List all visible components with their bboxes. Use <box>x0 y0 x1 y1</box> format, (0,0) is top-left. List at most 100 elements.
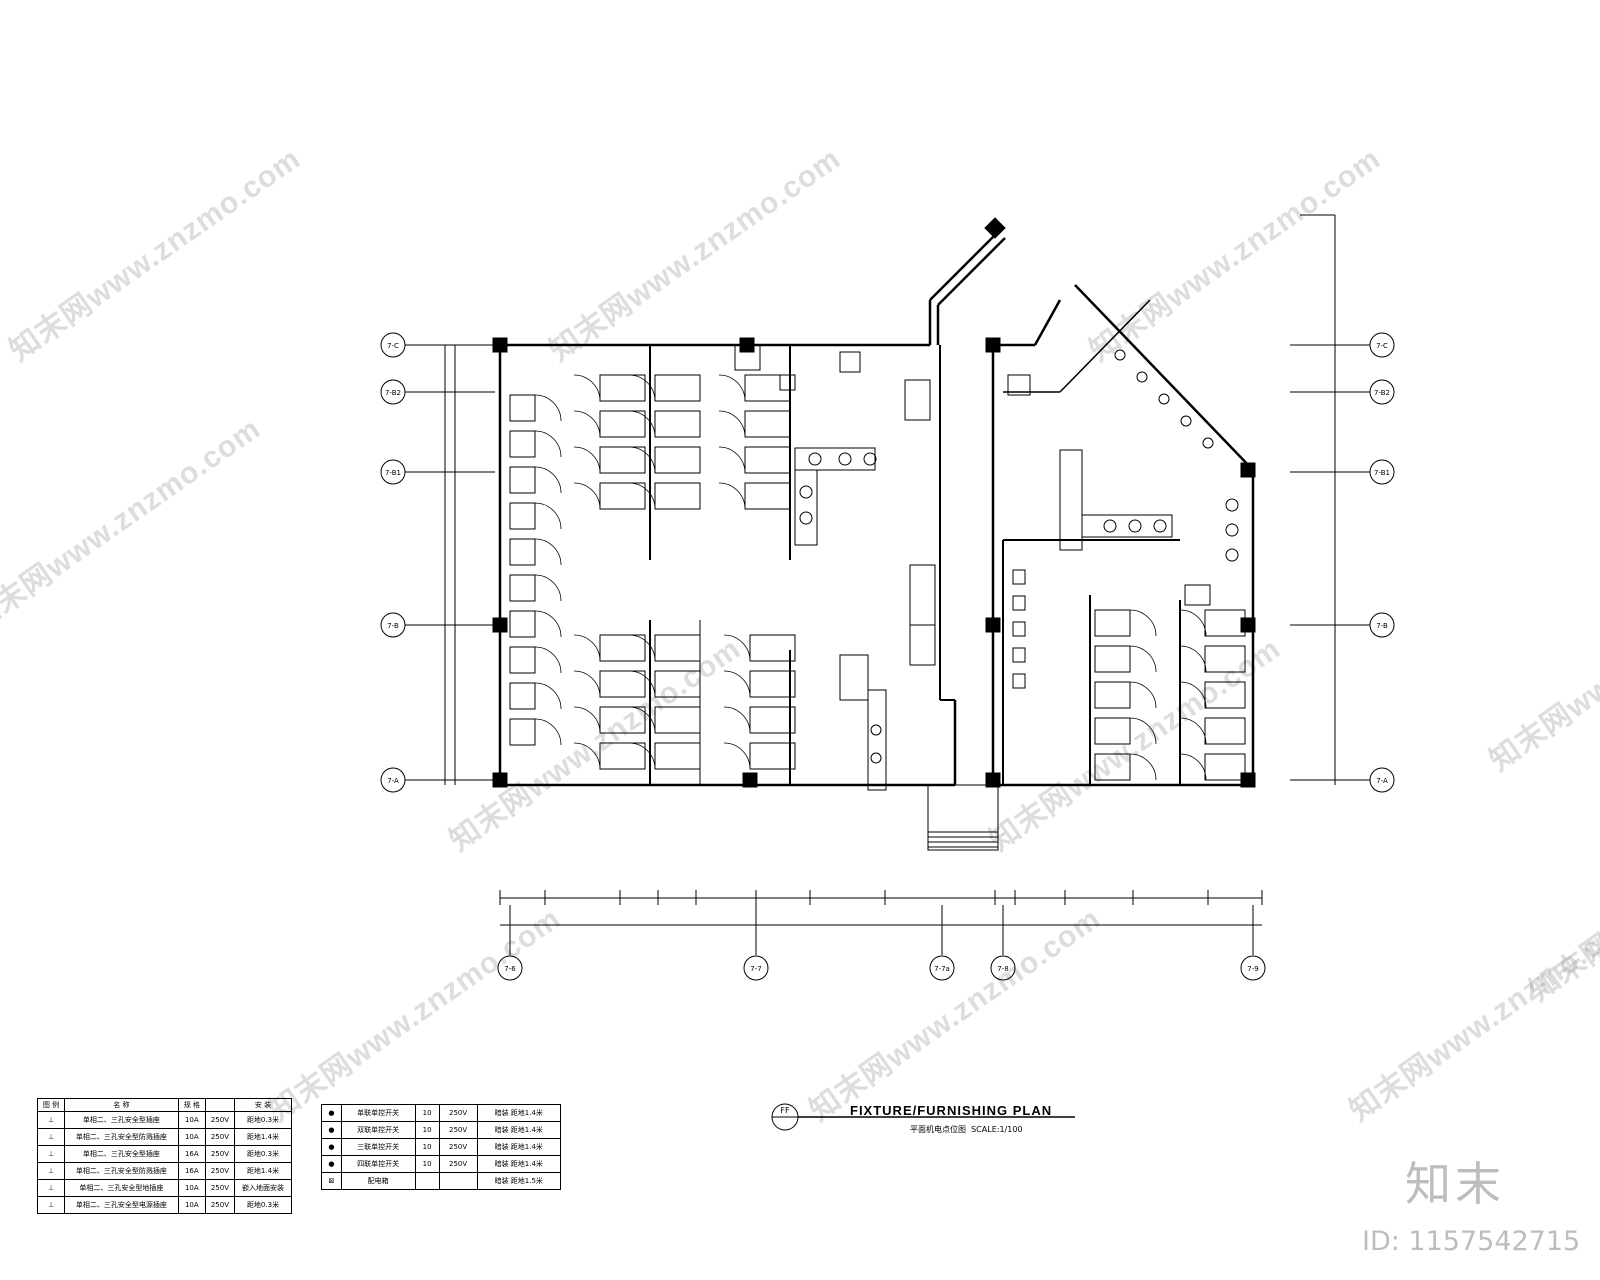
legend-header-install: 安 装 <box>234 1098 292 1112</box>
door-swing <box>573 670 601 698</box>
toilet-stall <box>1204 681 1246 709</box>
door-swing <box>573 742 601 770</box>
door-swing <box>1129 645 1157 673</box>
washbasin <box>808 452 822 466</box>
door-swing <box>573 706 601 734</box>
toilet-stall <box>599 410 646 438</box>
washbasin <box>1136 371 1148 383</box>
urinal <box>1012 569 1026 585</box>
washbasin <box>1225 523 1239 537</box>
cabinet <box>909 624 936 666</box>
toilet-stall <box>509 574 536 602</box>
washbasin <box>870 752 882 764</box>
structural-column <box>742 772 758 788</box>
toilet-stall <box>599 374 646 402</box>
grid-row-label: 7-B1 <box>385 469 401 477</box>
shaft <box>779 374 796 391</box>
cabinet <box>904 379 931 421</box>
section-tag: FF <box>780 1106 790 1115</box>
washbasin <box>1225 548 1239 562</box>
sink-counter <box>794 447 876 471</box>
sink-counter <box>794 469 818 546</box>
toilet-stall <box>1204 753 1246 781</box>
legend-cell: 四联单控开关 <box>340 1155 416 1173</box>
legend-cell: 暗装 距地1.4米 <box>476 1121 562 1139</box>
structural-column <box>985 337 1001 353</box>
switch-symbol-icon: ● <box>321 1138 342 1156</box>
legend-cell: 250V <box>204 1145 236 1163</box>
toilet-stall <box>599 446 646 474</box>
legend-cell: 10A <box>177 1196 206 1214</box>
service-counter <box>839 654 869 701</box>
legend-cell: 距地1.4米 <box>234 1162 292 1180</box>
structural-column <box>985 617 1001 633</box>
legend-cell: 距地0.3米 <box>234 1196 292 1214</box>
urinal-stall <box>599 742 646 770</box>
door-swing <box>534 394 562 422</box>
legend-cell: 10 <box>414 1104 440 1122</box>
grid-row-label: 7-B1 <box>1374 469 1390 477</box>
washbasin <box>799 485 813 499</box>
legend-cell: 暗装 距地1.5米 <box>476 1172 562 1190</box>
grid-bubble <box>1369 612 1395 638</box>
door-swing <box>628 446 656 474</box>
door-swing <box>534 502 562 530</box>
sink-counter <box>1081 514 1173 538</box>
legend-cell: 250V <box>438 1104 478 1122</box>
door-swing <box>534 718 562 746</box>
structural-column <box>492 337 508 353</box>
grid-row-label: 7-B <box>387 622 399 630</box>
legend-cell: 单联单控开关 <box>340 1104 416 1122</box>
legend-cell: 10 <box>414 1138 440 1156</box>
legend-cell: 250V <box>438 1121 478 1139</box>
legend-cell: 距地0.3米 <box>234 1145 292 1163</box>
toilet-stall <box>1204 609 1246 637</box>
door-swing <box>1179 645 1207 673</box>
urinal <box>1012 673 1026 689</box>
switch-symbol-icon: ● <box>321 1155 342 1173</box>
grid-bubble <box>497 955 523 981</box>
door-swing <box>534 538 562 566</box>
grid-col-label: 7-7 <box>750 965 761 973</box>
toilet-stall <box>654 410 701 438</box>
legend-cell <box>438 1172 478 1190</box>
toilet-stall <box>744 374 791 402</box>
socket-symbol-icon: ⊥ <box>37 1196 65 1214</box>
plan-title: FIXTURE/FURNISHING PLAN <box>850 1103 1053 1118</box>
urinal-stall <box>599 670 646 698</box>
door-swing <box>628 410 656 438</box>
legend-cell: 10A <box>177 1128 206 1146</box>
socket-symbol-icon: ⊥ <box>37 1179 65 1197</box>
brand-logo: 知末 <box>1405 1157 1505 1211</box>
washbasin <box>1158 393 1170 405</box>
washbasin <box>838 452 852 466</box>
switch-symbol-icon: ● <box>321 1104 342 1122</box>
washbasin <box>1103 519 1117 533</box>
washbasin <box>1180 415 1192 427</box>
door-swing <box>1179 717 1207 745</box>
legend-cell: 暗装 距地1.4米 <box>476 1155 562 1173</box>
plan-subtitle: 平面机电点位图 SCALE:1/100 <box>910 1124 1023 1135</box>
structural-column <box>1240 462 1256 478</box>
urinal-stall <box>749 670 796 698</box>
grid-bubble <box>380 459 406 485</box>
legend-header-name: 名 称 <box>63 1098 179 1112</box>
exterior-wall <box>1074 284 1254 471</box>
switch-symbol-icon: ● <box>321 1121 342 1139</box>
urinal-stall <box>654 634 701 662</box>
door-swing <box>534 646 562 674</box>
washbasin <box>1225 498 1239 512</box>
urinal <box>1012 621 1026 637</box>
switch-symbol-icon: ⊠ <box>321 1172 342 1190</box>
toilet-stall <box>509 718 536 746</box>
legend-cell: 10A <box>177 1179 206 1197</box>
cabinet <box>1184 584 1211 606</box>
